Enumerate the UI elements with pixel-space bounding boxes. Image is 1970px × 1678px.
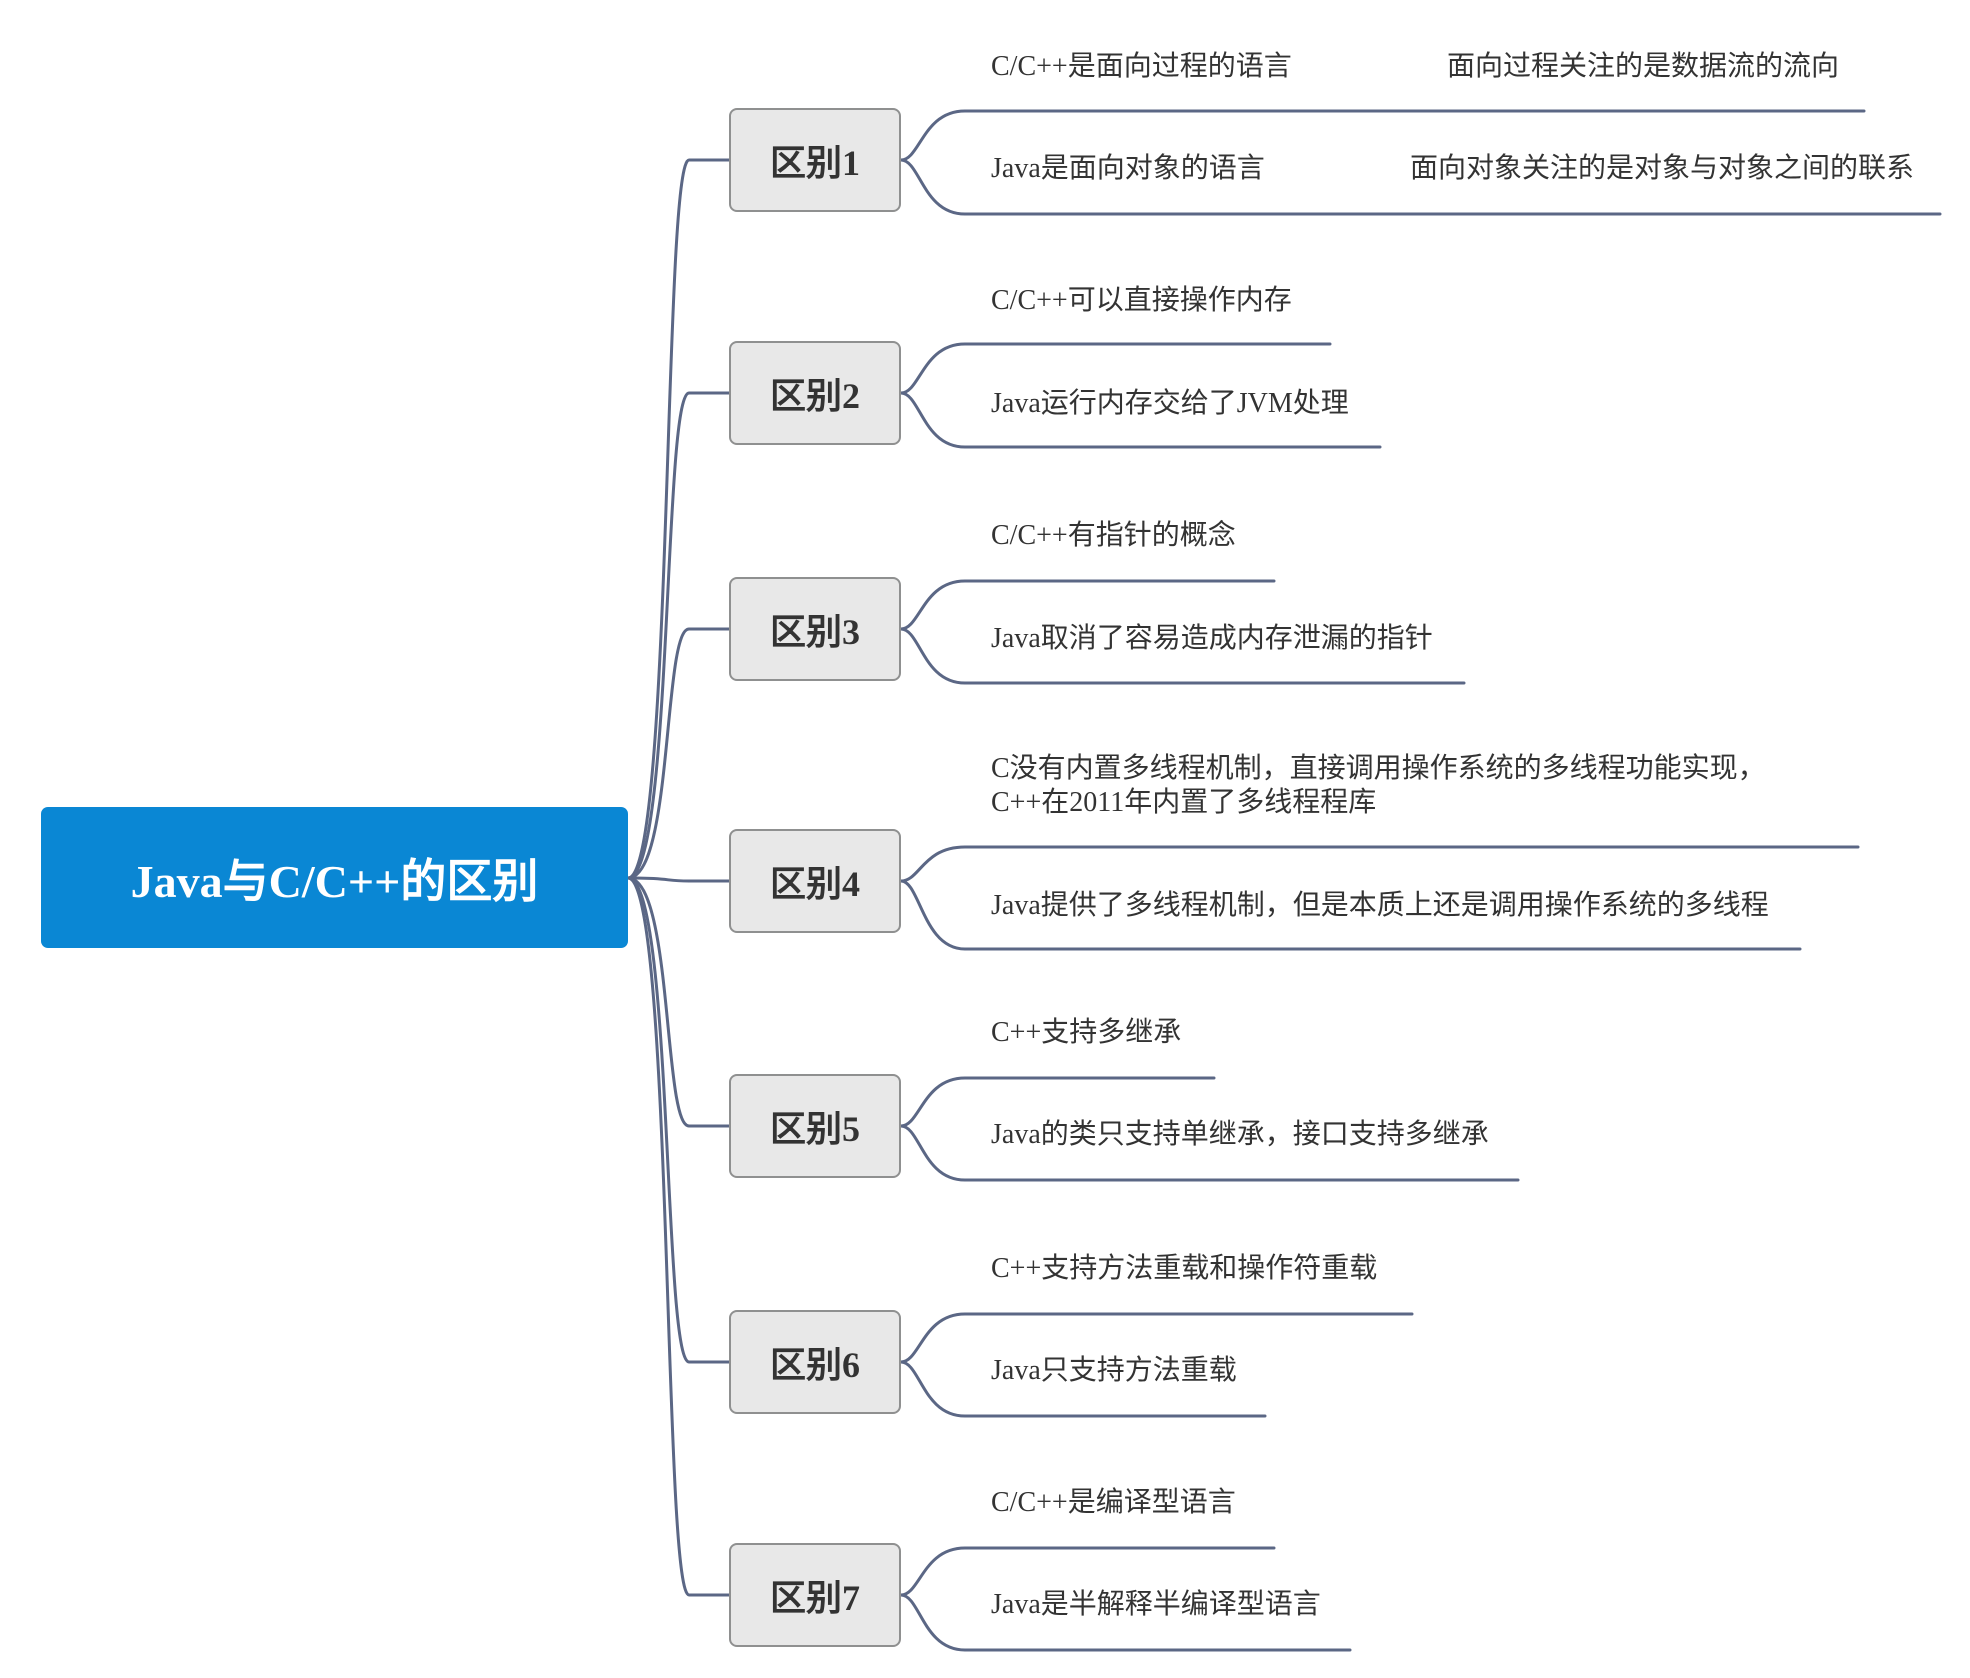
leaf-2-1[interactable]: C/C++可以直接操作内存 [991, 285, 1292, 316]
root-link-4 [626, 876, 731, 883]
leaf-link-3-2 [899, 627, 1466, 685]
topic-diff-6[interactable]: 区别6 [729, 1310, 901, 1414]
leaf-2-2[interactable]: Java运行内存交给了JVM处理 [991, 388, 1349, 419]
leaf-link-2-1 [899, 342, 1332, 395]
root-link-2 [626, 391, 731, 880]
leaf-link-3-1 [899, 579, 1276, 631]
leaf-1-1-note[interactable]: 面向过程关注的是数据流的流向 [1447, 51, 1840, 82]
leaf-link-6-1 [899, 1312, 1414, 1364]
leaf-link-4-1 [899, 845, 1860, 883]
leaf-1-2-note[interactable]: 面向对象关注的是对象与对象之间的联系 [1410, 153, 1915, 184]
root-link-6 [626, 876, 731, 1364]
leaf-1-1[interactable]: C/C++是面向过程的语言 [991, 51, 1292, 82]
leaf-link-7-2 [899, 1593, 1352, 1652]
leaf-7-2[interactable]: Java是半解释半编译型语言 [991, 1589, 1321, 1620]
leaf-link-1-1 [899, 109, 1866, 162]
leaf-5-1[interactable]: C++支持多继承 [991, 1017, 1182, 1048]
topic-diff-7[interactable]: 区别7 [729, 1543, 901, 1647]
topic-diff-2[interactable]: 区别2 [729, 341, 901, 445]
leaf-link-1-2 [899, 158, 1942, 216]
root-link-1 [626, 158, 731, 880]
leaf-link-5-2 [899, 1124, 1520, 1182]
leaf-link-7-1 [899, 1546, 1276, 1597]
root-link-7 [626, 876, 731, 1597]
leaf-link-5-1 [899, 1076, 1216, 1128]
leaf-3-2[interactable]: Java取消了容易造成内存泄漏的指针 [991, 623, 1433, 654]
leaf-3-1[interactable]: C/C++有指针的概念 [991, 520, 1236, 551]
leaf-5-2[interactable]: Java的类只支持单继承，接口支持多继承 [991, 1119, 1489, 1150]
leaf-4-2[interactable]: Java提供了多线程机制，但是本质上还是调用操作系统的多线程 [991, 890, 1769, 921]
leaf-7-1[interactable]: C/C++是编译型语言 [991, 1487, 1236, 1518]
leaf-1-2[interactable]: Java是面向对象的语言 [991, 153, 1265, 184]
root-link-5 [626, 876, 731, 1128]
leaf-link-4-2 [899, 879, 1802, 951]
leaf-6-2[interactable]: Java只支持方法重载 [991, 1355, 1237, 1386]
leaf-4-1[interactable]: C没有内置多线程机制，直接调用操作系统的多线程功能实现， [991, 753, 1766, 784]
leaf-link-2-2 [899, 391, 1382, 449]
topic-diff-4[interactable]: 区别4 [729, 829, 901, 933]
topic-diff-1[interactable]: 区别1 [729, 108, 901, 212]
leaf-6-1[interactable]: C++支持方法重载和操作符重载 [991, 1253, 1378, 1284]
leaf-4-1-line2[interactable]: C++在2011年内置了多线程程库 [991, 787, 1377, 818]
topic-diff-5[interactable]: 区别5 [729, 1074, 901, 1178]
root-topic[interactable]: Java与C/C++的区别 [41, 807, 628, 948]
topic-diff-3[interactable]: 区别3 [729, 577, 901, 681]
root-link-3 [626, 627, 731, 880]
leaf-link-6-2 [899, 1360, 1267, 1418]
